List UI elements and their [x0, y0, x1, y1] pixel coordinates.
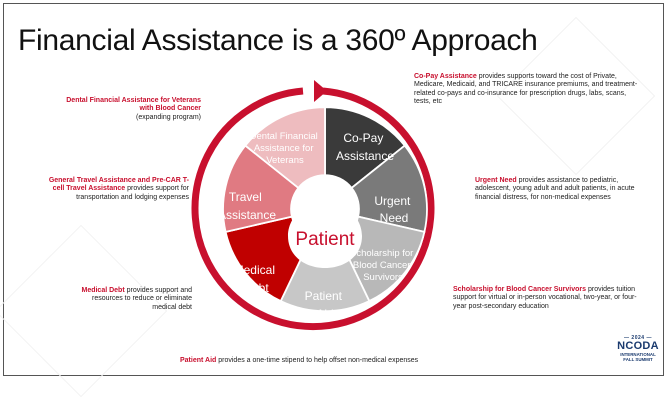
ring-arrowhead-icon: [314, 80, 327, 102]
desc-copay: Co-Pay Assistance provides supports towa…: [414, 73, 638, 106]
segment-label-scholarship: Scholarship for Blood Cancer Survivors: [350, 248, 416, 283]
segment-label-debt: Medical Debt: [234, 263, 279, 295]
segment-label-dental: Dental Financial Assistance for Veterans: [250, 131, 321, 166]
slide-title: Financial Assistance is a 360º Approach: [18, 24, 538, 57]
circular-diagram: Patient Co-Pay Assistance Urgent Need Sc…: [191, 80, 435, 331]
segment-label-aid: Patient Aid: [305, 289, 346, 321]
desc-urgent: Urgent Need provides assistance to pedia…: [475, 177, 635, 201]
patient-drop-icon: [288, 176, 362, 268]
desc-scholarship: Scholarship for Blood Cancer Survivors p…: [453, 286, 637, 310]
segment-label-urgent: Urgent Need: [374, 194, 413, 225]
ncoda-logo: — 2024 — NCODA INTERNATIONAL FALL SUMMIT: [617, 335, 659, 362]
segment-dental: [244, 106, 326, 190]
desc-travel: General Travel Assistance and Pre-CAR T-…: [48, 177, 189, 201]
desc-medical-debt: Medical Debt provides support and resour…: [81, 287, 192, 311]
segment-label-copay: Co-Pay Assistance: [336, 131, 394, 163]
outer-ring-arc: [191, 87, 435, 331]
center-label: Patient: [295, 229, 355, 250]
desc-dental: Dental Financial Assistance for Veterans…: [66, 97, 201, 121]
desc-patient-aid: Patient Aid provides a one-time stipend …: [180, 357, 419, 364]
slide-frame: [3, 3, 664, 376]
segment-label-travel: Travel Assistance: [218, 190, 276, 222]
